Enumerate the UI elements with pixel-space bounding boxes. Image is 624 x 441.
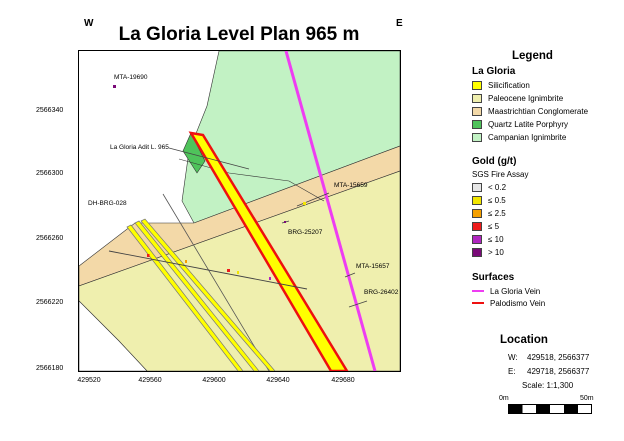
line-swatch (472, 302, 484, 304)
map-canvas[interactable] (78, 50, 401, 372)
legend-geology-title: La Gloria (472, 66, 516, 77)
legend-la-gloria-vein: La Gloria Vein (472, 286, 540, 297)
swatch (472, 81, 482, 90)
location-east-label: E: (508, 367, 516, 376)
quartz-latite-porphyry-area (182, 132, 206, 174)
label-brg-25207: BRG-25207 (288, 229, 323, 236)
geology-map (79, 51, 400, 371)
legend-surfaces-title: Surfaces (472, 272, 515, 283)
line-swatch (472, 290, 484, 292)
location-west-coord: 429518, 2566377 (527, 353, 590, 362)
location-west-label: W: (508, 353, 518, 362)
swatch (472, 107, 482, 116)
location-east-coord: 429718, 2566377 (527, 367, 590, 376)
unmapped-area (79, 300, 148, 371)
y-tick: 2566180 (36, 365, 64, 372)
y-tick: 2566300 (36, 170, 64, 177)
legend-quartz-latite-porphyry: Quartz Latite Porphyry (472, 119, 568, 130)
x-tick: 429560 (138, 377, 162, 384)
legend-gold-le-0-5: ≤ 0.5 (472, 195, 506, 206)
label-brg-26402: BRG-26402 (364, 289, 399, 296)
x-tick: 429600 (202, 377, 226, 384)
legend-gold-le-5: ≤ 5 (472, 221, 499, 232)
swatch (472, 248, 482, 257)
legend-palodismo-vein: Palodismo Vein (472, 298, 545, 309)
legend-title: Legend (512, 50, 553, 62)
swatch (472, 120, 482, 129)
gold-assay-markers (113, 85, 306, 280)
drill-trace-mta-15659 (296, 192, 330, 207)
swatch (472, 183, 482, 192)
map-scale: Scale: 1:1,300 (522, 381, 574, 390)
label-mta-19690: MTA-19690 (114, 74, 148, 81)
legend-gold-gt-10: > 10 (472, 247, 504, 258)
drill-trace-mta-15657 (344, 272, 356, 278)
legend-gold-title: Gold (g/t) (472, 156, 517, 167)
legend-gold-le-2-5: ≤ 2.5 (472, 208, 506, 219)
label-adit: La Gloria Adit L. 965 (110, 144, 169, 151)
drill-trace-dh-brg-028 (108, 250, 308, 290)
label-dh-brg-028: DH-BRG-028 (88, 200, 127, 207)
location-title: Location (500, 334, 548, 346)
palodismo-vein (188, 131, 349, 371)
x-tick: 429640 (266, 377, 290, 384)
legend-campanian-ignimbrite: Campanian Ignimbrite (472, 132, 566, 143)
legend-maastrichtian-conglomerate: Maastrichtian Conglomerate (472, 106, 588, 117)
swatch (472, 94, 482, 103)
drill-trace-brg-26402 (348, 300, 368, 308)
swatch (472, 235, 482, 244)
west-marker: W (84, 18, 94, 29)
legend-gold-le-10: ≤ 10 (472, 234, 504, 245)
silicification-veinlets (126, 218, 276, 371)
swatch (472, 222, 482, 231)
paleocene-ignimbrite-area (79, 170, 400, 371)
swatch (472, 209, 482, 218)
y-tick: 2566220 (36, 299, 64, 306)
legend-silicification: Silicification (472, 80, 530, 91)
x-tick: 429680 (331, 377, 355, 384)
swatch (472, 133, 482, 142)
map-title: La Gloria Level Plan 965 m (118, 24, 360, 45)
la-gloria-vein (284, 51, 377, 371)
campanian-ignimbrite-area (181, 51, 400, 224)
scalebar-start: 0m (499, 395, 509, 402)
legend-gold-lt-0-2: < 0.2 (472, 182, 506, 193)
y-tick: 2566340 (36, 107, 64, 114)
scalebar-end: 50m (580, 395, 594, 402)
swatch (472, 196, 482, 205)
legend-paleocene-ignimbrite: Paleocene Ignimbrite (472, 93, 563, 104)
scale-bar (508, 404, 592, 414)
legend-gold-subtitle: SGS Fire Assay (472, 170, 529, 179)
y-tick: 2566260 (36, 235, 64, 242)
label-mta-15659: MTA-15659 (334, 182, 368, 189)
x-tick: 429520 (77, 377, 101, 384)
label-mta-15657: MTA-15657 (356, 263, 390, 270)
east-marker: E (396, 18, 403, 29)
